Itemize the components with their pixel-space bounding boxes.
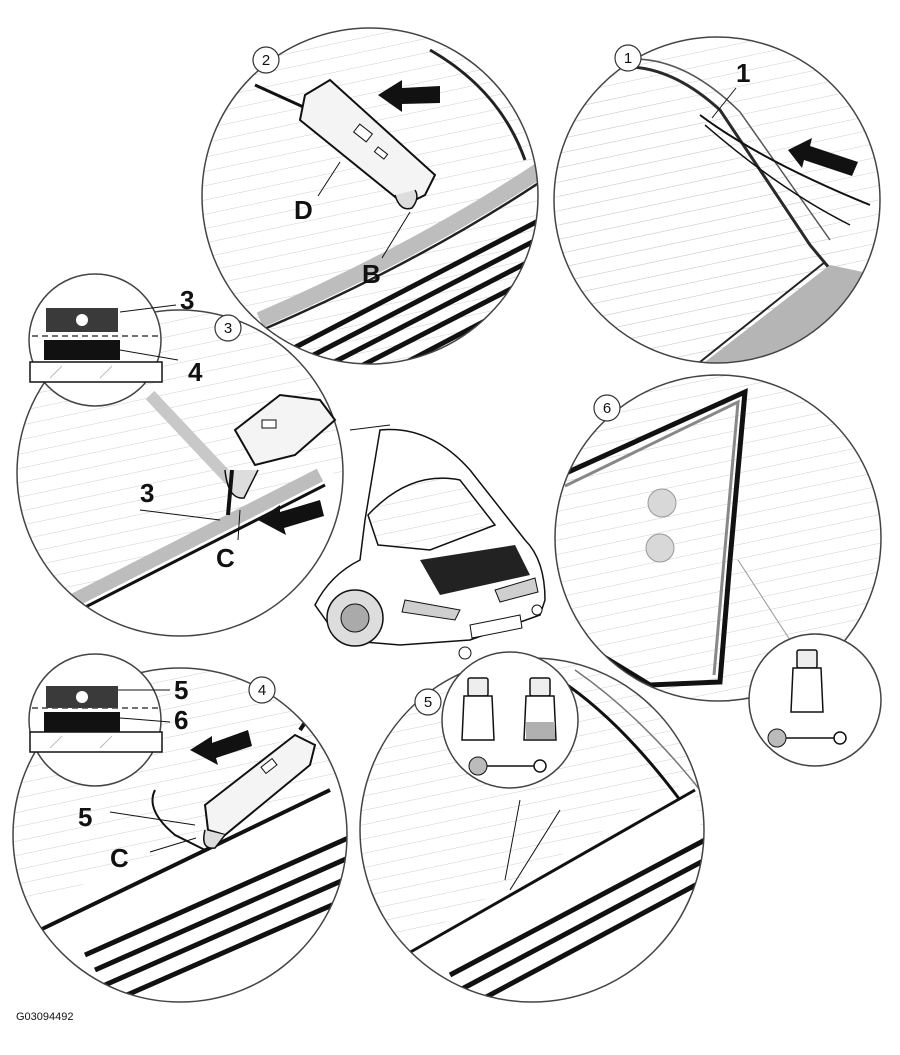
callout-5-tool: 5	[78, 802, 92, 832]
bottle-icon	[523, 677, 557, 741]
direction-arrow-icon	[378, 80, 440, 112]
callout-4-inset: 4	[188, 357, 203, 387]
direction-arrow-icon	[788, 138, 858, 176]
step-badge-4	[248, 676, 276, 704]
callout-6-inset: 6	[174, 705, 188, 735]
supplies-inset-6	[748, 633, 882, 767]
callout-3-glass: 3	[140, 478, 154, 508]
step-number-5: 5	[424, 694, 432, 711]
step-number-4: 4	[258, 682, 266, 699]
applicator-icon	[468, 756, 547, 776]
step-number-3: 3	[224, 320, 232, 337]
step-badge-1	[614, 44, 642, 72]
callout-b: B	[362, 259, 381, 289]
supplies-inset-5	[441, 651, 579, 789]
callout-5-inset: 5	[174, 675, 188, 705]
step-4-detail: 5 C 5 6 4	[12, 653, 348, 1003]
step-badge-6	[593, 394, 621, 422]
callout-1: 1	[736, 58, 750, 88]
step-6-detail: 6	[554, 374, 882, 767]
step-5-detail: 5	[359, 651, 705, 1003]
callout-3-inset: 3	[180, 285, 194, 315]
step-2-detail: D B 2	[201, 27, 539, 365]
bottle-icon	[461, 677, 495, 741]
step-1-detail: 1 1	[553, 36, 881, 364]
cross-section-inset-4	[28, 653, 163, 787]
step-number-1: 1	[624, 50, 632, 67]
tool-handle-icon	[203, 733, 317, 849]
direction-arrow-icon	[258, 500, 324, 535]
step-badge-2	[252, 46, 280, 74]
tool-handle-icon	[298, 78, 437, 210]
direction-arrow-icon	[190, 730, 252, 765]
car-rear-icon	[314, 424, 546, 660]
bottle-icon	[790, 649, 824, 713]
step-number-6: 6	[603, 400, 611, 417]
applicator-icon	[767, 728, 847, 748]
step-badge-5	[414, 688, 442, 716]
figure-code: G03094492	[16, 1011, 74, 1023]
callout-d: D	[294, 195, 313, 225]
step-badge-3	[214, 314, 242, 342]
step-number-2: 2	[262, 52, 270, 69]
callout-c-step3: C	[216, 543, 235, 573]
cross-section-inset-3	[28, 273, 163, 407]
callout-c-step4: C	[110, 843, 129, 873]
tool-handle-icon	[224, 393, 337, 516]
